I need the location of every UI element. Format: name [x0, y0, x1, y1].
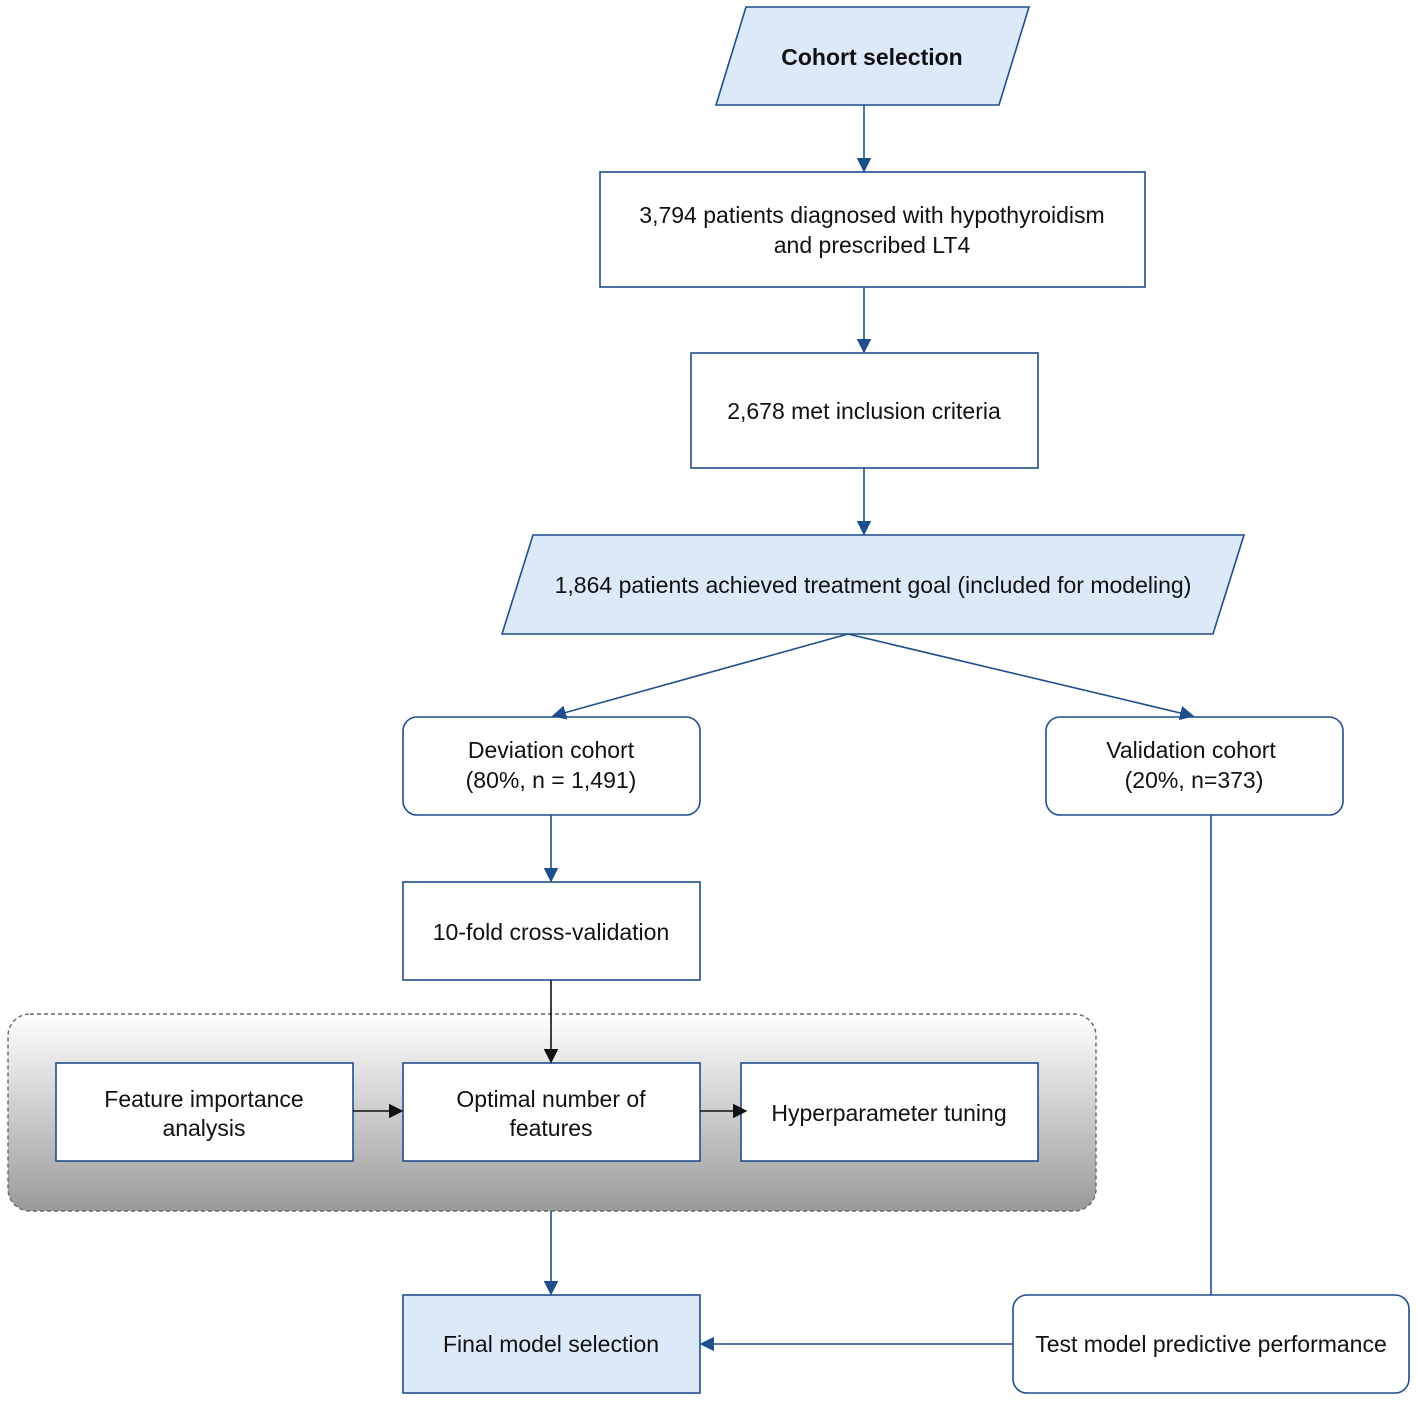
hyperparameter-node: Hyperparameter tuning: [740, 1062, 1039, 1162]
hyperparameter-label: Hyperparameter tuning: [771, 1100, 1006, 1126]
arrow-goal-to-deviation: [551, 633, 849, 720]
test-model-label: Test model predictive performance: [1035, 1331, 1387, 1357]
validation-label-line2: (20%, n=373): [1125, 767, 1264, 793]
cohort-selection-node: Cohort selection: [714, 6, 1031, 106]
inclusion-label: 2,678 met inclusion criteria: [727, 398, 1001, 424]
diagnosed-patients-node: 3,794 patients diagnosed with hypothyroi…: [599, 171, 1146, 288]
cohort-selection-label: Cohort selection: [781, 44, 962, 70]
optimal-features-label-line2: features: [509, 1115, 592, 1141]
treatment-goal-label: 1,864 patients achieved treatment goal (…: [555, 572, 1192, 598]
inclusion-node: 2,678 met inclusion criteria: [690, 352, 1039, 469]
feature-importance-label-line2: analysis: [162, 1115, 245, 1141]
diagnosed-label-line2: and prescribed LT4: [774, 232, 971, 258]
feature-importance-label-line1: Feature importance: [104, 1086, 303, 1112]
cross-validation-node: 10-fold cross-validation: [402, 881, 701, 981]
final-model-label: Final model selection: [443, 1331, 659, 1357]
optimal-features-node: Optimal number of features: [402, 1062, 701, 1162]
deviation-cohort-node: Deviation cohort (80%, n = 1,491): [402, 716, 701, 816]
diagnosed-label-line1: 3,794 patients diagnosed with hypothyroi…: [639, 202, 1104, 228]
cross-validation-label: 10-fold cross-validation: [433, 919, 670, 945]
arrow-goal-to-validation: [847, 633, 1195, 721]
deviation-label-line1: Deviation cohort: [468, 737, 635, 763]
validation-label-line1: Validation cohort: [1106, 737, 1276, 763]
feature-importance-node: Feature importance analysis: [55, 1062, 354, 1162]
test-model-node: Test model predictive performance: [1012, 1294, 1410, 1394]
deviation-label-line2: (80%, n = 1,491): [466, 767, 637, 793]
validation-cohort-node: Validation cohort (20%, n=373): [1045, 716, 1344, 816]
optimal-features-label-line1: Optimal number of: [456, 1086, 646, 1112]
final-model-node: Final model selection: [402, 1294, 701, 1394]
treatment-goal-node: 1,864 patients achieved treatment goal (…: [500, 534, 1246, 635]
